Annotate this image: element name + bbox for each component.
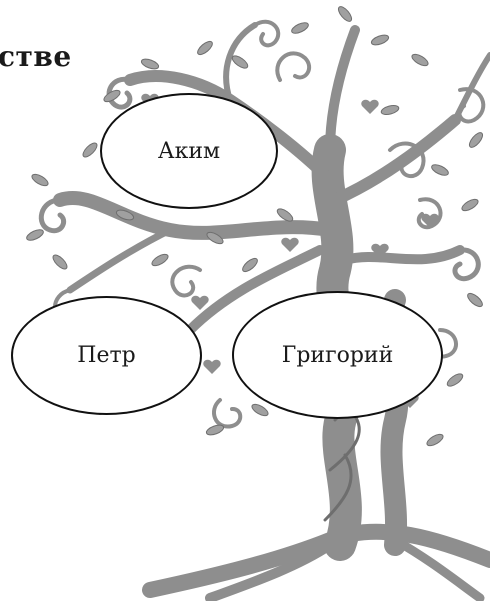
swirl-icon [253, 19, 281, 48]
heart-icon [361, 99, 379, 114]
heart-icon [191, 295, 209, 310]
leaf-icon [197, 40, 213, 56]
leaf-icon [291, 22, 309, 34]
tree-root [205, 540, 335, 601]
tree-node-grigoriy: Григорий [232, 291, 443, 419]
leaf-icon [468, 132, 484, 148]
leaf-icon [115, 209, 135, 221]
leaf-icon [446, 373, 464, 387]
tree-branch [329, 114, 461, 206]
leaf-icon [467, 292, 483, 308]
tree-branch [325, 25, 360, 155]
leaf-icon [151, 253, 169, 267]
heart-icon [371, 243, 389, 258]
leaf-icon [461, 198, 479, 212]
swirl-icon [457, 87, 486, 124]
leaf-icon [251, 403, 269, 417]
tree-branch [223, 22, 258, 103]
heart-icon [281, 237, 299, 252]
tree-node-petr: Петр [11, 296, 202, 415]
swirl-icon [38, 197, 67, 234]
leaf-icon [337, 6, 353, 22]
swirl-icon [170, 264, 202, 298]
swirl-icon [212, 398, 243, 429]
leaf-icon [380, 104, 400, 116]
leaf-icon [52, 254, 68, 270]
leaf-icon [82, 142, 98, 158]
tree-branch [66, 226, 174, 294]
leaf-icon [231, 55, 249, 69]
leaf-icon [140, 58, 160, 70]
page-title: стве [0, 40, 72, 73]
tree-node-akim: Аким [100, 93, 278, 209]
leaf-icon [426, 433, 444, 447]
swirl-icon [106, 76, 133, 110]
leaf-icon [431, 164, 449, 176]
swirl-icon [275, 51, 312, 82]
swirl-icon [452, 247, 481, 282]
tree-root [142, 523, 490, 598]
tree-branch [340, 245, 465, 265]
leaf-icon [411, 53, 429, 67]
leaf-icon [103, 89, 121, 103]
heart-icon [203, 359, 221, 374]
swirl-icon [388, 141, 426, 179]
leaf-icon [31, 173, 49, 187]
leaf-icon [370, 34, 390, 46]
leaf-icon [206, 231, 224, 245]
leaf-icon [242, 257, 258, 273]
leaf-icon [205, 424, 225, 436]
leaf-icon [276, 208, 294, 222]
leaf-icon [26, 229, 44, 241]
heart-icon [421, 213, 439, 228]
